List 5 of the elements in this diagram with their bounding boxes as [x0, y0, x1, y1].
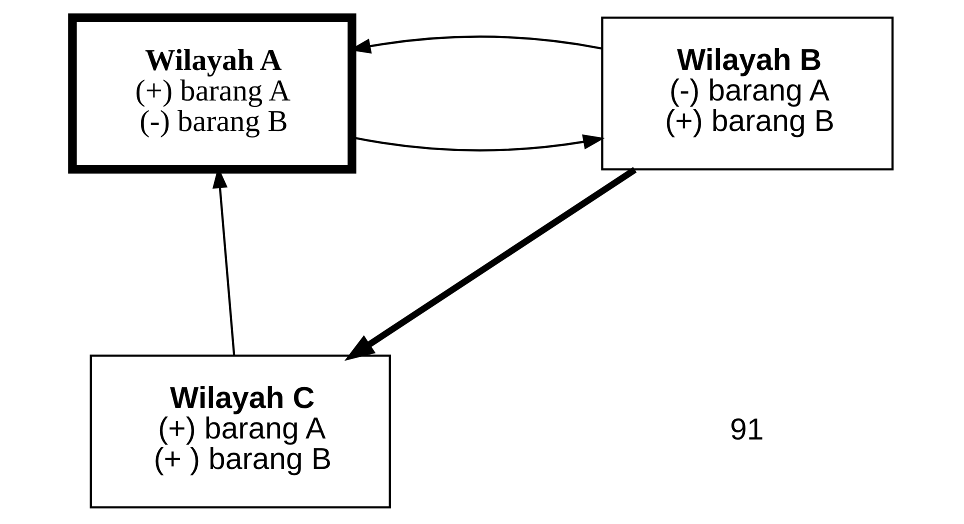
node-box: Wilayah C (+) barang A (+ ) barang B: [89, 354, 390, 508]
label: 91: [730, 413, 764, 446]
node-box: Wilayah A (+) barang A (-) barang B: [68, 12, 356, 174]
node-box: Wilayah B (-) barang A (+) barang B: [600, 16, 894, 170]
arrow: [344, 166, 636, 360]
